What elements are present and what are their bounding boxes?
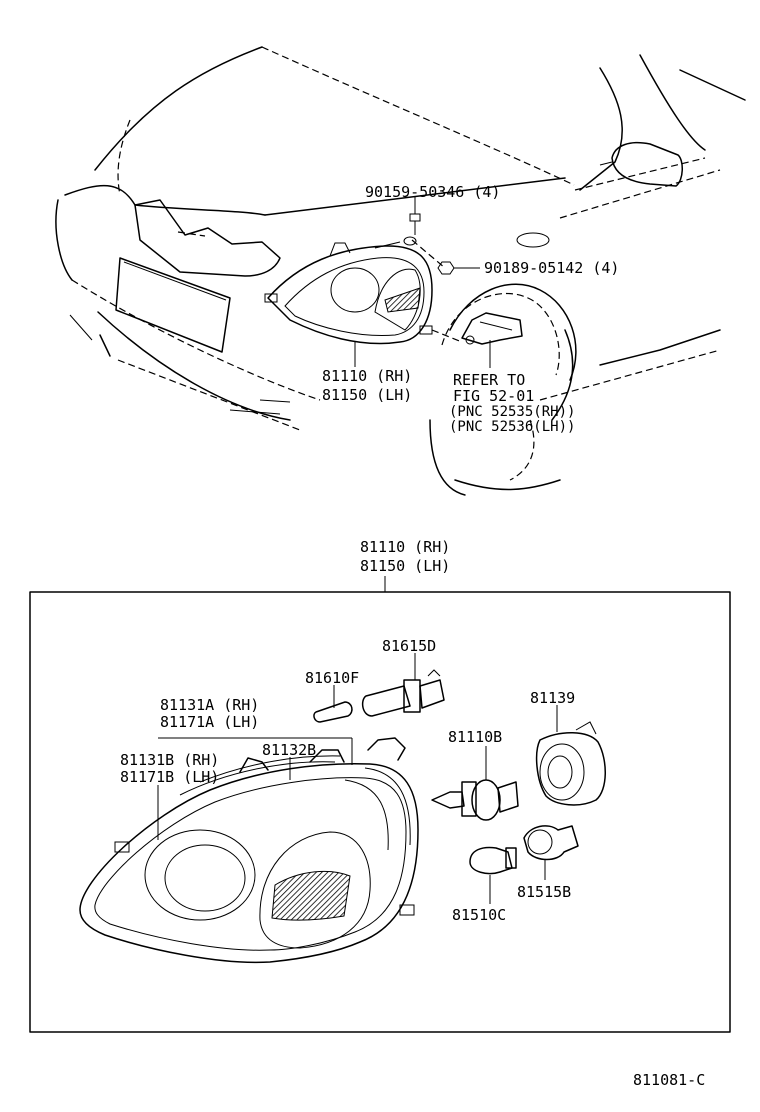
- socket-81615D-icon: [361, 669, 445, 717]
- assembly-label-lh: 81150 (LH): [360, 557, 450, 575]
- label-refer-4: (PNC 52536(LH)): [449, 419, 575, 435]
- label-81132B: 81132B: [262, 741, 316, 759]
- bolt-icon: [403, 213, 421, 246]
- label-81131B-rh: 81131B (RH): [120, 751, 219, 769]
- assembly-label-rh: 81110 (RH): [360, 538, 450, 556]
- label-nut: 90189-05142 (4): [484, 259, 619, 277]
- headlamp-in-car: [264, 241, 433, 345]
- car-front-illustration: [55, 46, 746, 496]
- detail-frame: [29, 591, 731, 1033]
- label-81139: 81139: [530, 689, 575, 707]
- label-81615D: 81615D: [382, 637, 436, 655]
- label-refer-3: (PNC 52535(RH)): [449, 404, 575, 420]
- label-81610F: 81610F: [305, 669, 359, 687]
- bracket-icon: [461, 312, 523, 345]
- bulb-81510C-icon: [469, 846, 517, 875]
- cover-81139-icon: [535, 721, 606, 806]
- label-headlamp-rh: 81110 (RH): [322, 367, 412, 385]
- nut-icon: [437, 261, 455, 275]
- label-81171A-lh: 81171A (LH): [160, 713, 259, 731]
- headlamp-unit: [79, 737, 419, 964]
- label-headlamp-lh: 81150 (LH): [322, 386, 412, 404]
- socket-81515B-icon: [523, 825, 579, 861]
- figure-code: 811081-C: [633, 1071, 705, 1089]
- label-refer-1: REFER TO: [453, 371, 525, 389]
- label-bolt: 90159-50346 (4): [365, 183, 500, 201]
- bulb-81110B-icon: [431, 779, 519, 821]
- label-81110B: 81110B: [448, 728, 502, 746]
- label-81515B: 81515B: [517, 883, 571, 901]
- label-81171B-lh: 81171B (LH): [120, 768, 219, 786]
- label-81510C: 81510C: [452, 906, 506, 924]
- bulb-81610F-icon: [313, 701, 353, 723]
- label-refer-2: FIG 52-01: [453, 387, 534, 405]
- label-81131A-rh: 81131A (RH): [160, 696, 259, 714]
